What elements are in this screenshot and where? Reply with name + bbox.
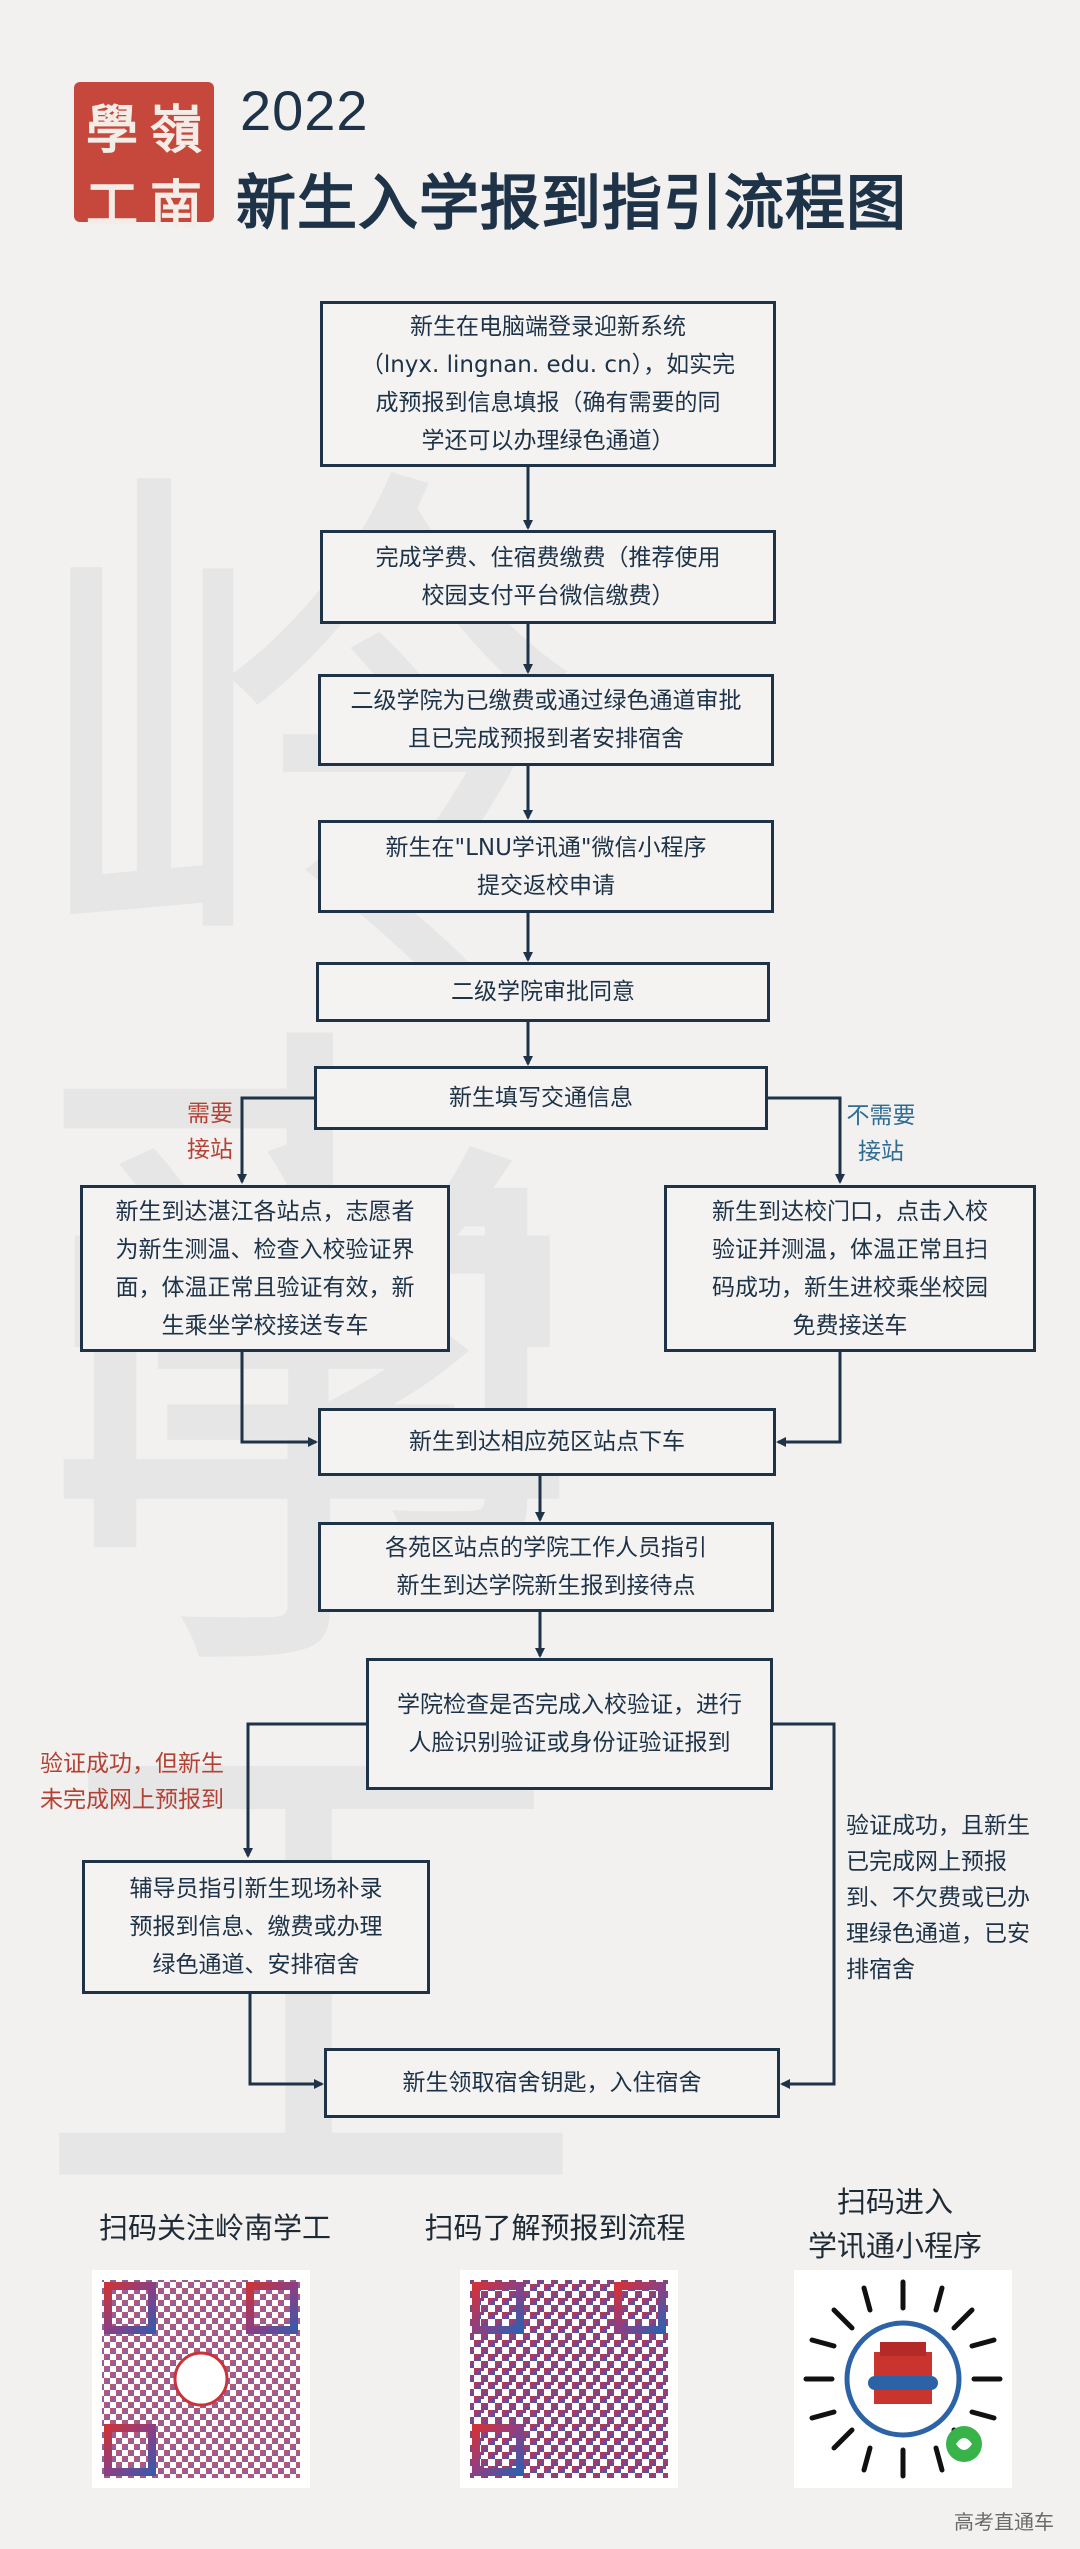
step-get-key: 新生领取宿舍钥匙，入住宿舍 xyxy=(324,2048,780,2118)
qr-code-preregister[interactable] xyxy=(460,2270,678,2488)
arrow-s6-right xyxy=(768,1096,845,1184)
arrow-s10-left xyxy=(243,1722,366,1858)
note-verify-complete: 验证成功，且新生 已完成网上预报 到、不欠费或已办 理绿色通道，已安 排宿舍 xyxy=(846,1813,1030,1983)
qr-code-follow[interactable] xyxy=(92,2270,310,2488)
step-return-application: 新生在"LNU学讯通"微信小程序 提交返校申请 xyxy=(318,820,774,913)
step-station-pickup: 新生到达湛江各站点，志愿者 为新生测温、检查入校验证界 面，体温正常且验证有效，… xyxy=(80,1185,450,1352)
source-watermark: 高考直通车 xyxy=(954,2510,1054,2534)
qr-code-miniprogram[interactable] xyxy=(794,2270,1012,2488)
arrow-s6-left xyxy=(237,1096,314,1184)
step-pay-fees: 完成学费、住宿费缴费（推荐使用 校园支付平台微信缴费） xyxy=(320,530,776,624)
step-campus-gate: 新生到达校门口，点击入校 验证并测温，体温正常且扫 码成功，新生进校乘坐校园 免… xyxy=(664,1185,1036,1352)
arrow-right-s8 xyxy=(776,1352,842,1447)
arrow-left-s12 xyxy=(248,1994,324,2089)
arrow-s10-right xyxy=(773,1722,836,2089)
step-staff-guide: 各苑区站点的学院工作人员指引 新生到达学院新生报到接待点 xyxy=(318,1522,774,1612)
lingnan-seal-logo: 學 嶺 工 南 xyxy=(74,82,214,236)
step-login-system: 新生在电脑端登录迎新系统 （lnyx. lingnan. edu. cn），如实… xyxy=(320,301,776,467)
step-verify-check: 学院检查是否完成入校验证，进行 人脸识别验证或身份证验证报到 xyxy=(366,1658,773,1790)
qr-title-follow: 扫码关注岭南学工 xyxy=(98,2211,331,2245)
qr-title-preregister: 扫码了解预报到流程 xyxy=(424,2211,686,2245)
mini-program-code-icon xyxy=(803,2279,1003,2479)
note-need-station: 需要 接站 xyxy=(187,1101,233,1163)
arrow-left-s8 xyxy=(240,1352,318,1447)
step-counselor-supplement: 辅导员指引新生现场补录 预报到信息、缴费或办理 绿色通道、安排宿舍 xyxy=(82,1860,430,1994)
qr-pattern-icon xyxy=(102,2280,300,2478)
step-assign-dorm: 二级学院为已缴费或通过绿色通道审批 且已完成预报到者安排宿舍 xyxy=(318,674,774,766)
title-year: 2022 xyxy=(240,79,369,142)
qr-title-miniprogram: 扫码进入 学讯通小程序 xyxy=(807,2185,982,2263)
note-no-need-station: 不需要 接站 xyxy=(846,1103,916,1165)
qr-pattern-icon xyxy=(470,2280,668,2478)
page-title: 新生入学报到指引流程图 xyxy=(236,169,907,239)
step-arrive-zone: 新生到达相应苑区站点下车 xyxy=(318,1408,776,1476)
note-verify-incomplete: 验证成功，但新生 未完成网上预报到 xyxy=(40,1751,224,1813)
step-college-approval: 二级学院审批同意 xyxy=(316,962,770,1022)
step-traffic-info: 新生填写交通信息 xyxy=(314,1066,768,1130)
